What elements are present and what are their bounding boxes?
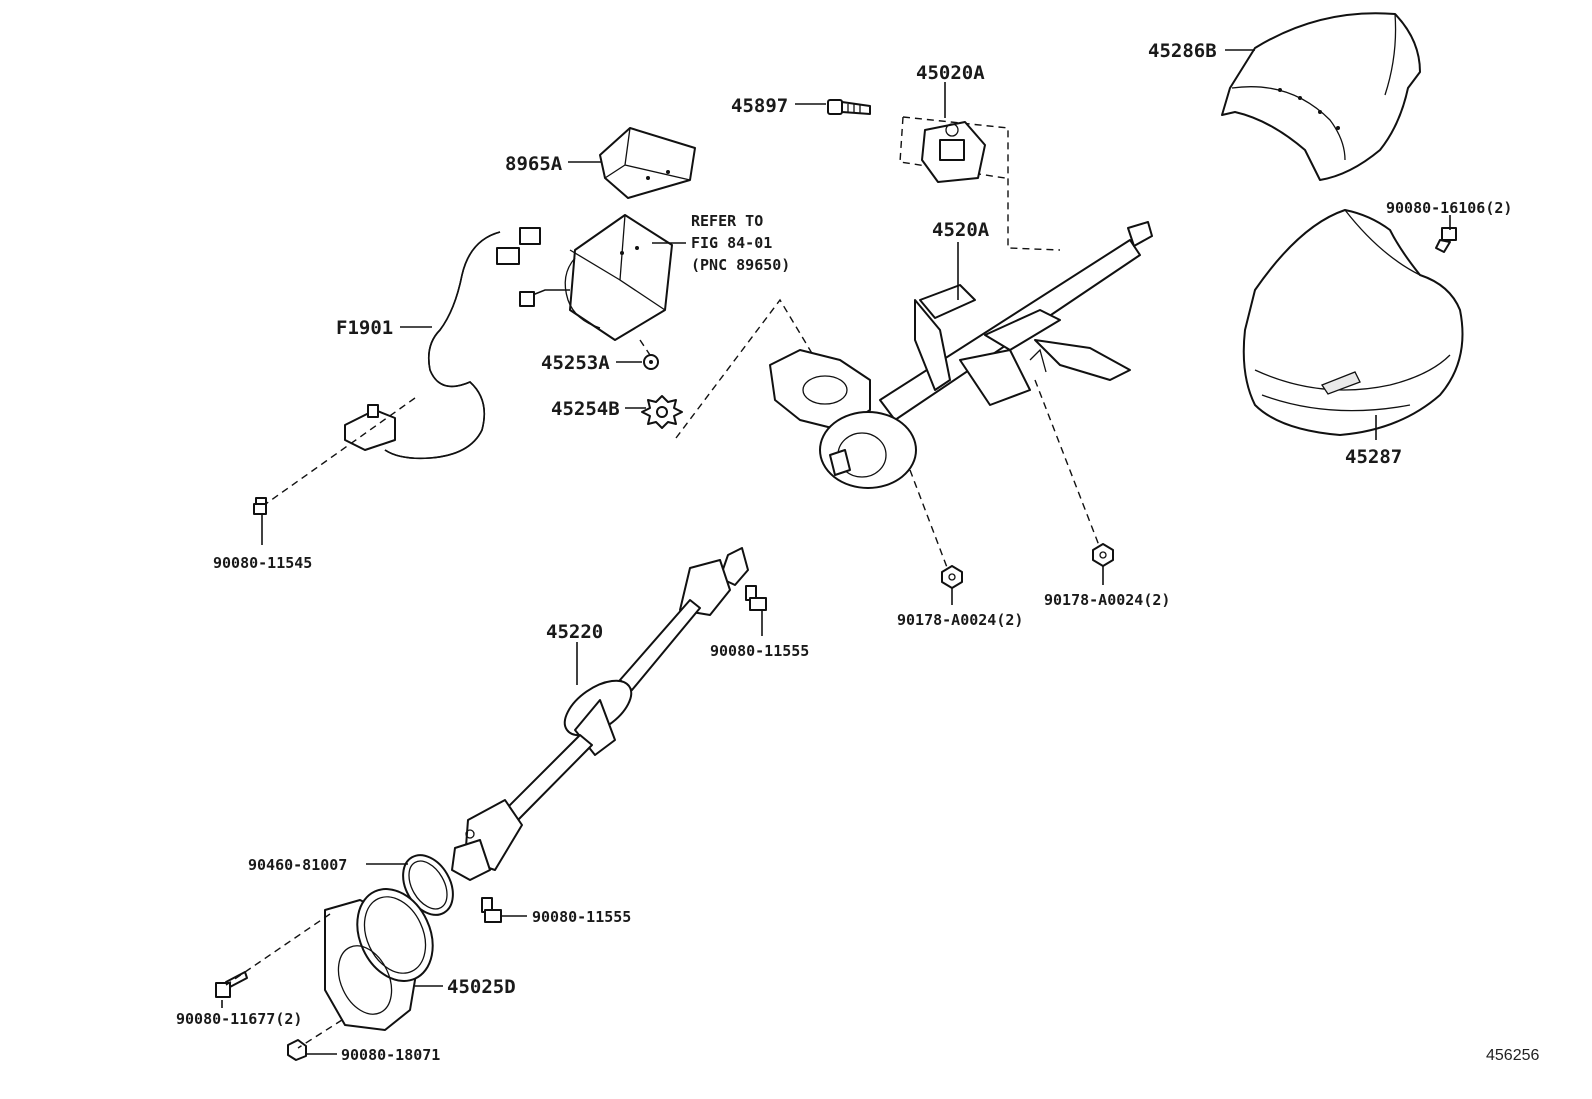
label-90080-11555-upper: 90080-11555 [710,642,809,660]
ecu-box-8965A [599,127,696,199]
refer-line-1: REFER TO [691,212,763,230]
bolt-45897 [827,99,871,115]
label-4520A: 4520A [932,219,990,241]
label-45287: 45287 [1345,446,1402,468]
bolt-90080-16106 [1435,227,1457,253]
label-90178-A0024-right: 90178-A0024(2) [1044,591,1170,609]
label-90080-11677: 90080-11677(2) [176,1010,302,1028]
lock-assembly [899,116,1061,251]
actuator-89650 [519,214,673,341]
label-45253A: 45253A [541,352,610,374]
label-F1901: F1901 [336,317,393,339]
label-45254B: 45254B [551,398,620,420]
harness-F1901 [259,227,541,509]
label-90080-18071: 90080-18071 [341,1046,440,1064]
label-90080-16106: 90080-16106(2) [1386,199,1512,217]
label-45220: 45220 [546,621,603,643]
refer-line-2: FIG 84-01 [691,234,772,252]
label-90178-A0024-left: 90178-A0024(2) [897,611,1023,629]
label-90460-81007: 90460-81007 [248,856,347,874]
label-45897: 45897 [731,95,788,117]
figure-number: 456256 [1486,1047,1539,1064]
hole-cover-45025D [324,888,434,1031]
label-45025D: 45025D [447,976,516,998]
nut-90080-18071 [287,1039,307,1061]
intermediate-shaft-45220 [451,547,749,881]
lower-column-cover [1242,209,1464,436]
bolt-90080-11555-upper [745,585,767,611]
bolt-90080-11677 [215,971,248,998]
gear-45253A [643,354,659,370]
upper-column-cover [1221,12,1421,181]
refer-line-3: (PNC 89650) [691,256,790,274]
steering-column-4520A [769,221,1153,489]
label-45286B: 45286B [1148,40,1217,62]
label-90080-11545: 90080-11545 [213,554,312,572]
label-90080-11555-lower: 90080-11555 [532,908,631,926]
label-45020A: 45020A [916,62,985,84]
clamp-ring-90460 [402,854,454,916]
bolt-90080-11555-lower [481,897,502,923]
nut-90178-right [1092,543,1114,567]
bolt-90080-11545 [253,497,267,515]
nut-90178-left [941,565,963,589]
label-8965A: 8965A [505,153,563,175]
gear-45254B [641,395,683,429]
